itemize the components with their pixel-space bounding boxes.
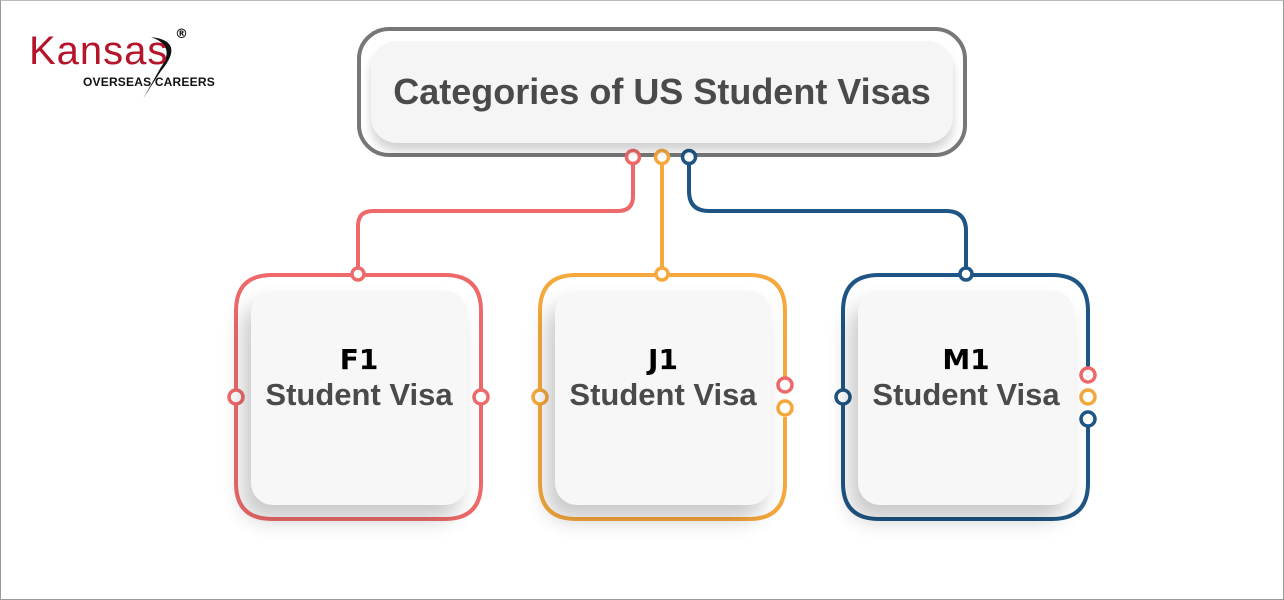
registered-mark: ®	[175, 27, 188, 42]
node-icon	[531, 388, 549, 406]
node-icon	[776, 376, 794, 394]
m1-connector	[687, 165, 968, 267]
diagram-title: Categories of US Student Visas	[393, 71, 931, 112]
card-f1: F1 Student Visa	[251, 291, 467, 505]
node-icon	[1079, 410, 1097, 428]
logo-brand: Kansas	[29, 29, 169, 73]
node-icon	[227, 388, 245, 406]
node-icon	[350, 266, 366, 282]
visa-label: Student Visa	[872, 377, 1060, 412]
f1-connector	[356, 165, 635, 267]
node-icon	[1079, 366, 1097, 384]
node-icon	[776, 399, 794, 417]
title-box: Categories of US Student Visas	[371, 41, 953, 143]
node-icon	[958, 266, 974, 282]
logo-tagline: OVERSEAS CAREERS	[83, 75, 215, 89]
visa-code: M1	[942, 343, 990, 376]
visa-label: Student Visa	[265, 377, 453, 412]
node-icon	[653, 148, 671, 166]
node-icon	[472, 388, 490, 406]
visa-code: J1	[648, 343, 678, 376]
visa-code: F1	[339, 343, 379, 376]
card-m1: M1 Student Visa	[858, 291, 1074, 505]
visa-label: Student Visa	[569, 377, 757, 412]
node-icon	[654, 266, 670, 282]
node-icon	[680, 148, 698, 166]
card-j1: J1 Student Visa	[555, 291, 771, 505]
node-icon	[834, 388, 852, 406]
node-icon	[624, 148, 642, 166]
node-icon	[1079, 388, 1097, 406]
logo: Kansas ® OVERSEAS CAREERS	[29, 27, 229, 99]
